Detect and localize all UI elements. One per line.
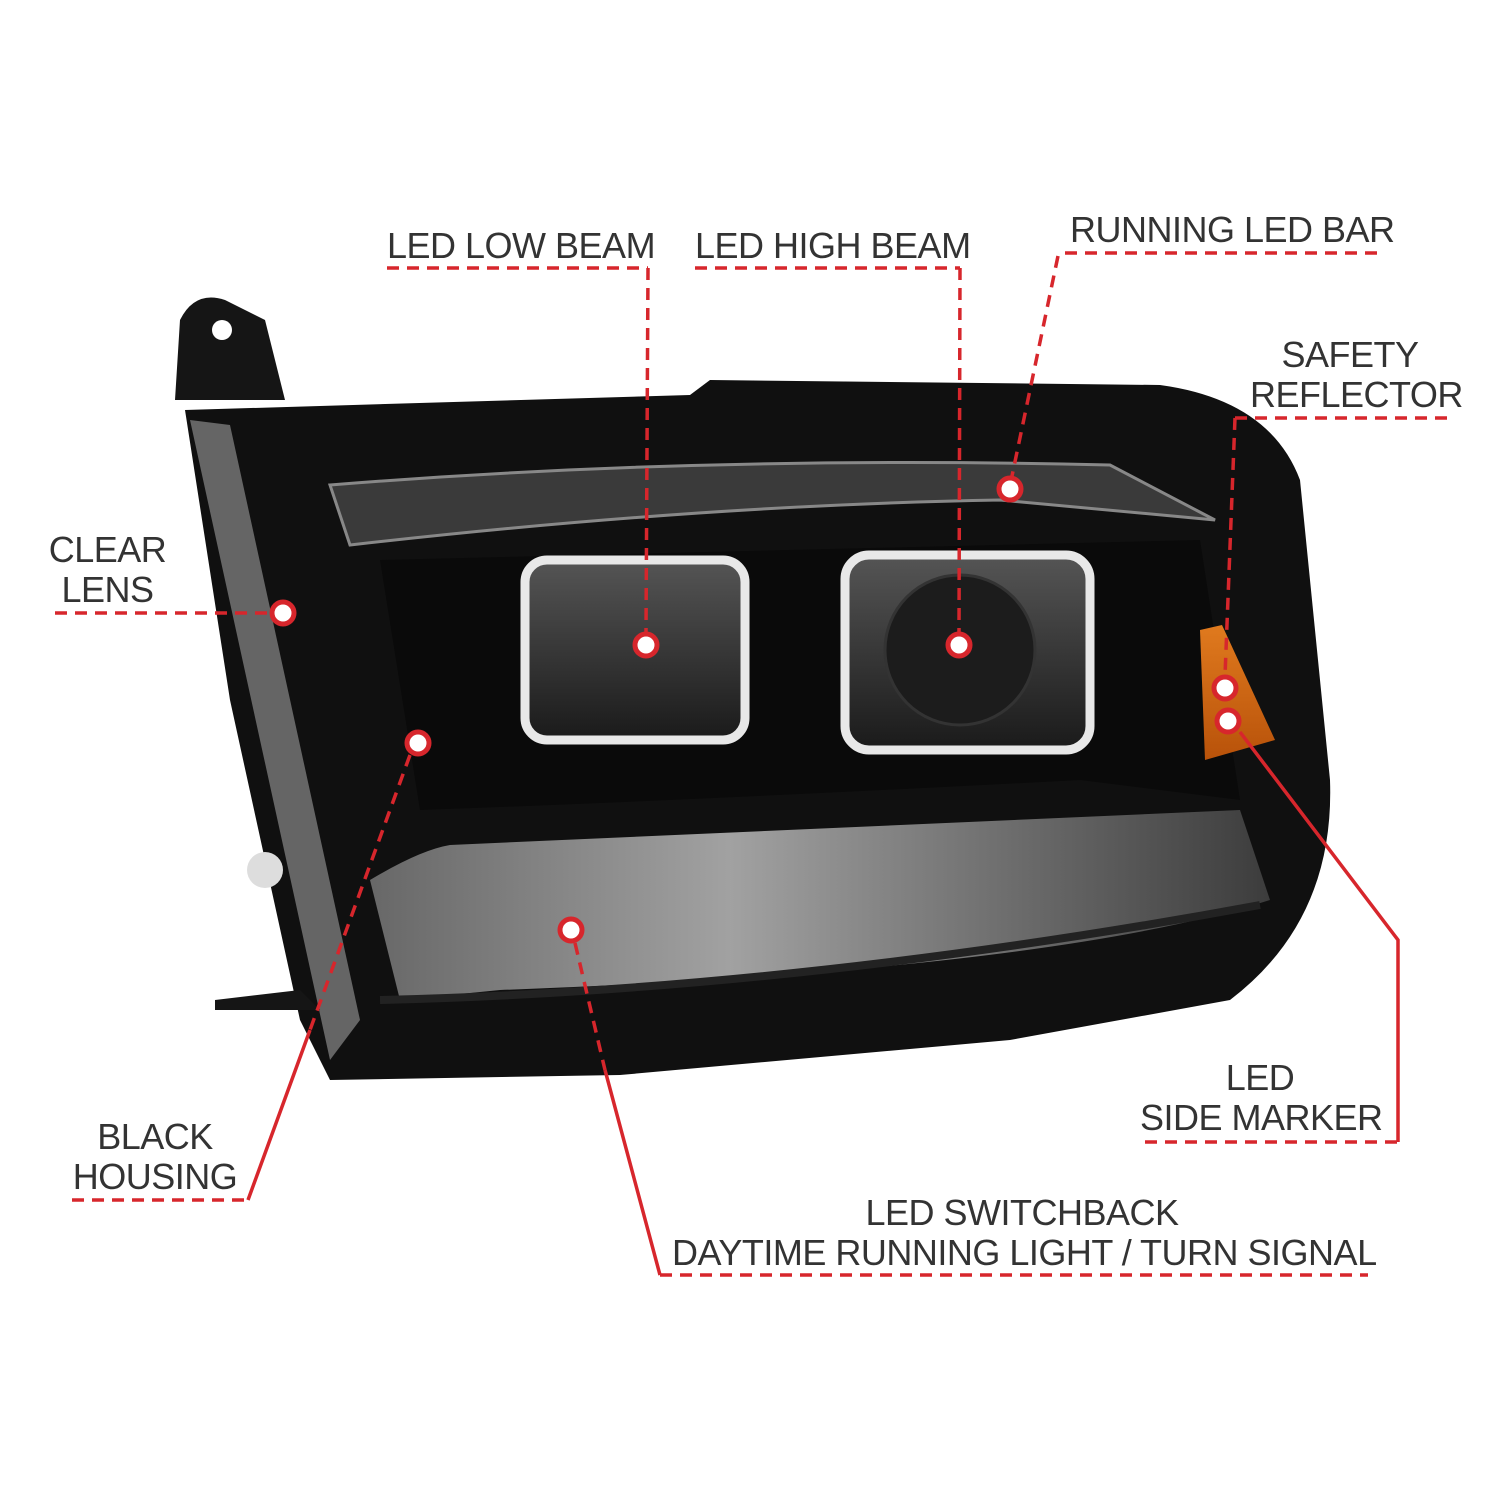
label-line: LED [1225, 1057, 1295, 1098]
switchback-dot [557, 916, 585, 944]
housing-dot [404, 729, 432, 757]
label-clear-lens: CLEAR LENS [45, 530, 170, 610]
side-marker-dot [1214, 707, 1242, 735]
label-led-high-beam: LED HIGH BEAM [695, 225, 971, 266]
running-bar [327, 461, 1216, 547]
label-running-led-bar: RUNNING LED BAR [1070, 209, 1395, 250]
label-led-low-beam: LED LOW BEAM [387, 225, 656, 266]
label-line: SIDE MARKER [1140, 1097, 1383, 1138]
mounting-tab [175, 297, 285, 400]
label-line: LENS [61, 569, 154, 610]
label-line: CLEAR [48, 529, 167, 570]
low-beam-dot [632, 631, 660, 659]
drl-bar [370, 810, 1270, 1000]
label-line: BLACK [97, 1116, 213, 1157]
label-line: SAFETY [1281, 334, 1419, 375]
clear-lens-edge [190, 420, 360, 1060]
high-beam-dot [945, 631, 973, 659]
clear-lens-dot [269, 599, 297, 627]
label-black-housing: BLACK HOUSING [70, 1117, 240, 1197]
reflector-dot [1211, 674, 1239, 702]
running-bar-dot [996, 475, 1024, 503]
label-line: REFLECTOR [1250, 374, 1463, 415]
label-line: HOUSING [72, 1156, 238, 1197]
label-line: DAYTIME RUNNING LIGHT / TURN SIGNAL [672, 1232, 1377, 1273]
label-led-switchback: LED SWITCHBACK DAYTIME RUNNING LIGHT / T… [672, 1192, 1377, 1273]
callout-lines [55, 251, 1448, 1277]
label-line: LED SWITCHBACK [865, 1192, 1179, 1233]
label-led-side-marker: LED SIDE MARKER [1140, 1057, 1383, 1138]
label-safety-reflector: SAFETY REFLECTOR [1250, 334, 1463, 415]
